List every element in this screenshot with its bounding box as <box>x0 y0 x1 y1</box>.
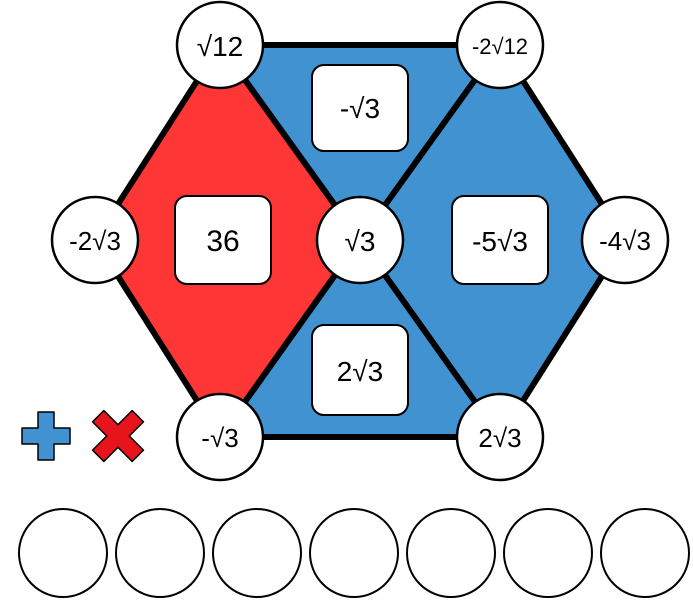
answer-slot[interactable] <box>503 508 593 598</box>
vertex-top-left[interactable]: √12 <box>175 0 265 90</box>
answer-slot[interactable] <box>309 508 399 598</box>
plus-icon <box>21 411 71 461</box>
puzzle-board: -√3 36 -5√3 2√3 √12 -2√12 -2√3 √3 -4√3 -… <box>21 0 670 482</box>
vertex-bottom-left[interactable]: -√3 <box>175 392 265 482</box>
svg-text:-4√3: -4√3 <box>599 226 651 256</box>
svg-text:-√3: -√3 <box>340 93 380 124</box>
tile-right-center[interactable]: -5√3 <box>451 195 549 285</box>
svg-text:2√3: 2√3 <box>478 423 521 453</box>
svg-text:-2√3: -2√3 <box>69 226 121 256</box>
svg-text:-5√3: -5√3 <box>472 226 528 257</box>
times-icon <box>91 409 145 463</box>
vertex-mid-left[interactable]: -2√3 <box>50 195 140 285</box>
answer-slot[interactable] <box>18 508 108 598</box>
tile-top-middle[interactable]: -√3 <box>311 64 409 152</box>
svg-text:36: 36 <box>206 225 239 258</box>
tile-bottom-middle[interactable]: 2√3 <box>311 324 409 416</box>
svg-text:2√3: 2√3 <box>337 356 384 387</box>
answer-slot[interactable] <box>212 508 302 598</box>
svg-text:-2√12: -2√12 <box>472 34 528 59</box>
answer-slot[interactable] <box>600 508 690 598</box>
vertex-mid-right[interactable]: -4√3 <box>580 195 670 285</box>
tile-red-center[interactable]: 36 <box>174 195 272 285</box>
svg-text:√12: √12 <box>197 31 244 62</box>
answer-slot[interactable] <box>406 508 496 598</box>
vertex-center[interactable]: √3 <box>315 195 405 285</box>
vertex-bottom-right[interactable]: 2√3 <box>455 392 545 482</box>
answer-slot[interactable] <box>115 508 205 598</box>
svg-text:-√3: -√3 <box>201 423 238 453</box>
svg-text:√3: √3 <box>345 226 376 257</box>
vertex-top-right[interactable]: -2√12 <box>455 0 545 90</box>
